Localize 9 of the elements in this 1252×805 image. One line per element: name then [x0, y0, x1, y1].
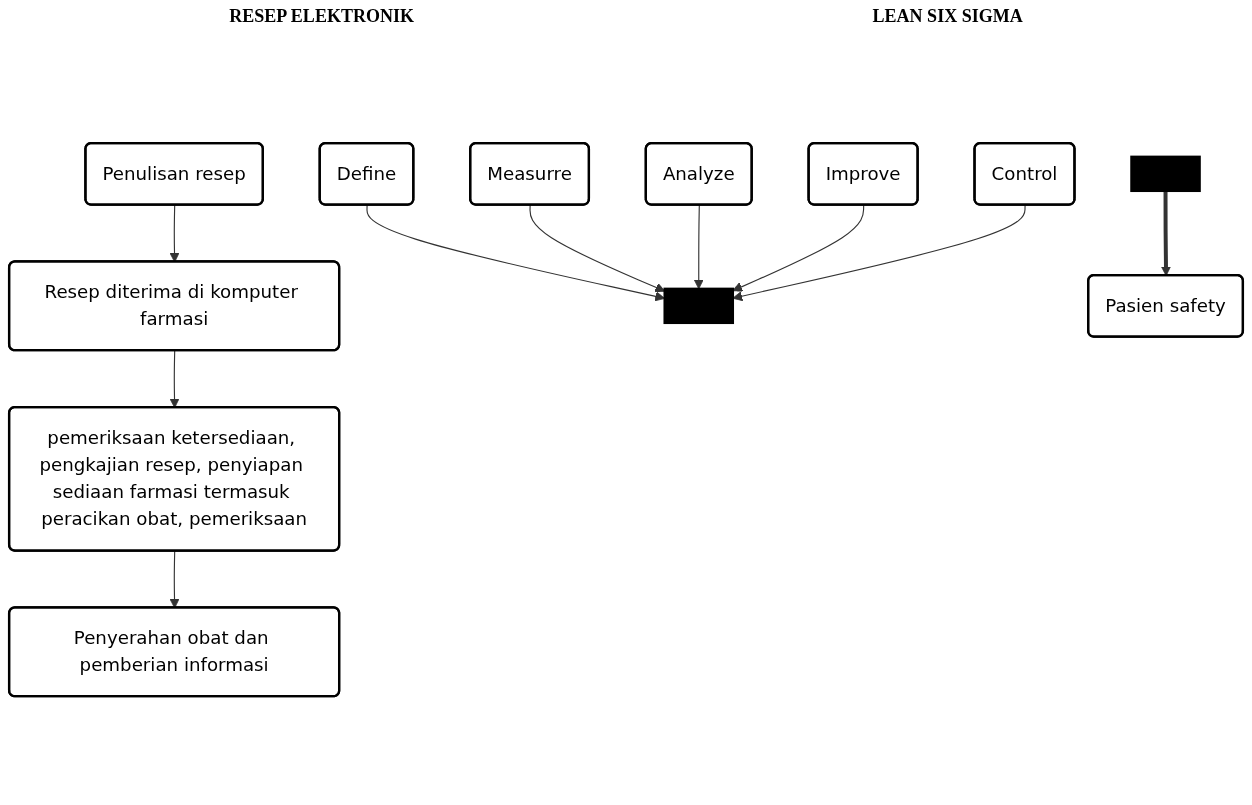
column-heading: RESEP ELEKTRONIK — [229, 6, 414, 28]
arrow — [732, 204, 865, 292]
node-bar — [1130, 155, 1201, 193]
arrow — [529, 204, 666, 293]
column-heading: LEAN SIX SIGMA — [872, 6, 1023, 28]
arrow — [366, 204, 666, 302]
node-bar — [663, 288, 735, 325]
arrow — [693, 204, 704, 290]
arrow — [732, 204, 1026, 302]
